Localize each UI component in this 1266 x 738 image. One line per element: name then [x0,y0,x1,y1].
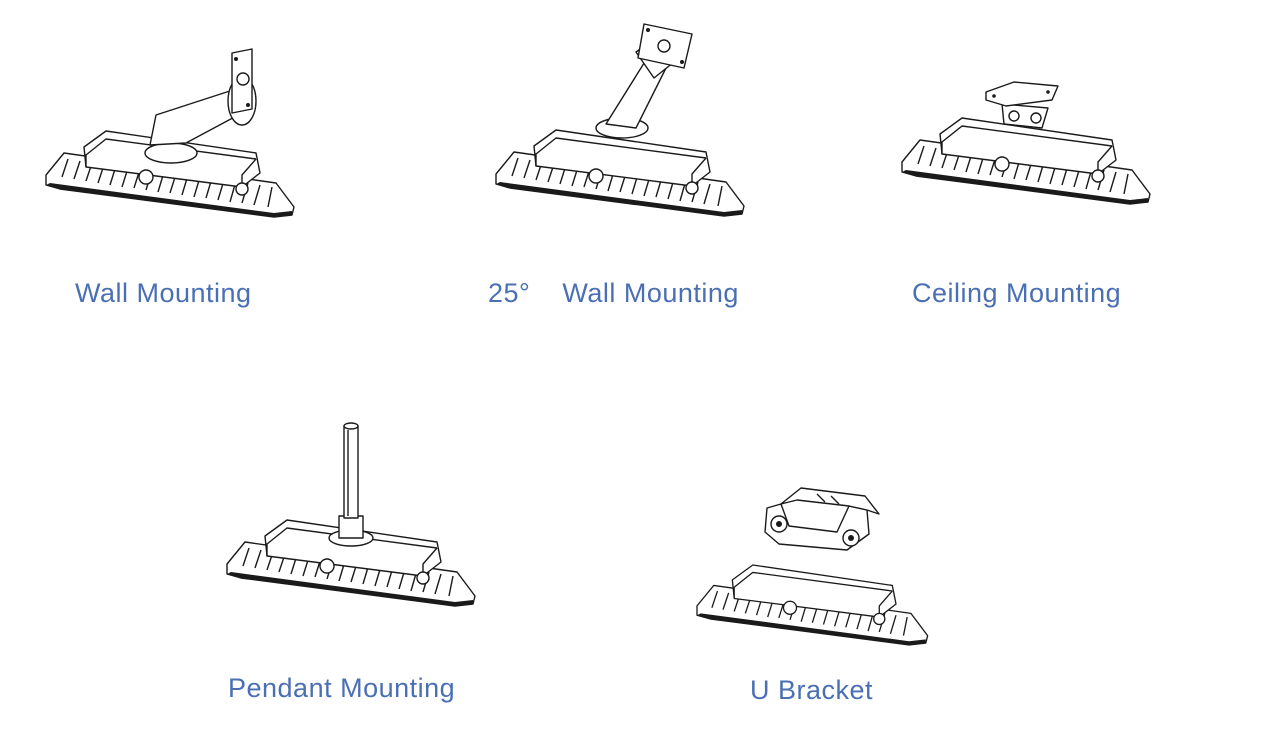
caption-25-wall-mounting: 25° Wall Mounting [488,278,739,308]
caption-pendant-mounting: Pendant Mounting [228,673,456,703]
wall-mounting-drawing [45,48,295,218]
ceiling-mounting-drawing [901,81,1151,205]
u-bracket-drawing [696,487,929,646]
pendant-mounting-drawing [226,422,476,607]
caption-wall-mounting: Wall Mounting [75,278,252,308]
wall-25-mounting-drawing [495,23,745,217]
caption-ceiling-mounting: Ceiling Mounting [912,278,1122,308]
caption-u-bracket: U Bracket [750,675,874,705]
